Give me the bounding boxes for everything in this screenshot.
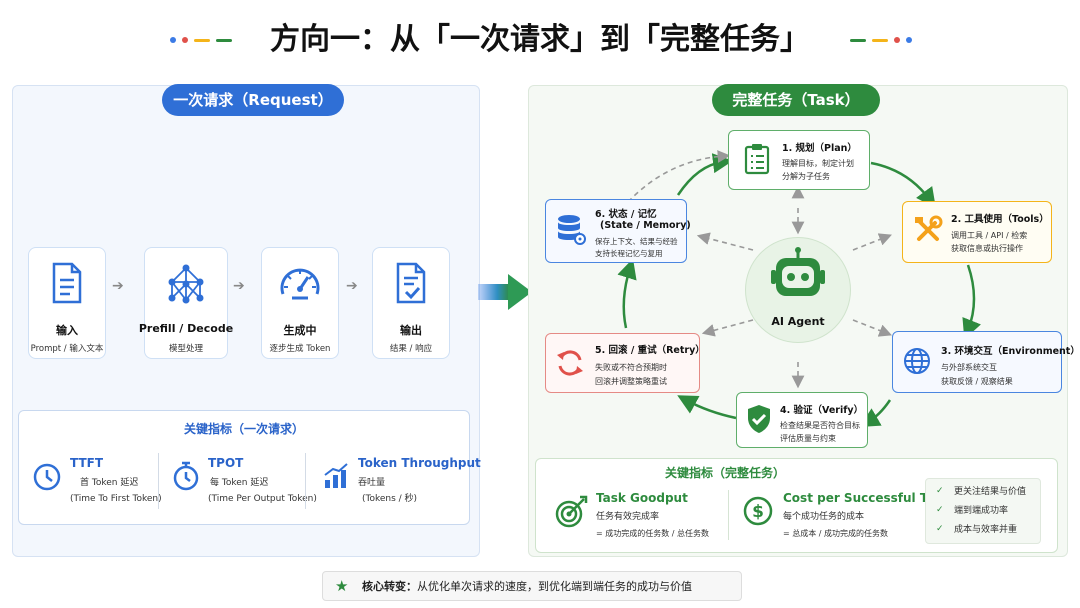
check-item: 更关注结果与价值 — [954, 487, 1027, 497]
robot-icon — [771, 247, 825, 296]
retry-desc2: 回滚并调整策略重试 — [595, 377, 667, 386]
state-desc: 保存上下文、结果与经验 — [595, 237, 678, 246]
cost-desc: 每个成功任务的成本 — [783, 512, 865, 522]
arrow-icon: ➔ — [112, 278, 124, 294]
state-desc2: 支持长程记忆与复用 — [595, 249, 663, 258]
tools-title: 2. 工具使用（Tools） — [951, 214, 1049, 225]
task-pill: 完整任务（Task） — [712, 84, 880, 116]
task-metrics-title: 关键指标（完整任务） — [664, 466, 785, 480]
tpot-name: TPOT — [208, 456, 244, 470]
tools-desc2: 获取信息或执行操作 — [951, 244, 1023, 253]
step-input-sub: Prompt / 输入文本 — [30, 344, 104, 354]
arrow-icon: ➔ — [233, 278, 245, 294]
throughput-desc2: (Tokens / 秒) — [362, 494, 418, 504]
divider — [305, 453, 306, 509]
plan-title: 1. 规划（Plan） — [782, 143, 857, 154]
step-input — [28, 247, 106, 359]
step-prefill-label: Prefill / Decode — [138, 322, 234, 335]
clock-icon — [33, 463, 61, 491]
ai-agent-label: AI Agent — [771, 315, 825, 328]
checks-box — [925, 478, 1041, 544]
verify-desc2: 评估质量与约束 — [780, 434, 836, 443]
node-state — [545, 199, 687, 263]
ttft-desc: 首 Token 延迟 — [80, 478, 139, 488]
env-desc: 与外部系统交互 — [941, 363, 997, 372]
refresh-icon — [557, 350, 583, 376]
step-output-sub: 结果 / 响应 — [389, 344, 433, 354]
throughput-name: Token Throughput — [358, 456, 481, 470]
step-input-label: 输入 — [56, 324, 78, 337]
plan-desc: 理解目标，制定计划 — [782, 159, 854, 168]
goodput-name: Task Goodput — [596, 491, 688, 505]
database-icon — [558, 215, 586, 245]
tpot-desc2: (Time Per Output Token) — [208, 494, 317, 504]
title-deco-right — [850, 37, 912, 43]
env-title: 3. 环境交互（Environment） — [941, 346, 1080, 357]
divider — [158, 453, 159, 509]
verify-desc: 检查结果是否符合目标 — [780, 421, 860, 430]
goodput-desc2: = 成功完成的任务数 / 总任务数 — [596, 529, 710, 538]
core-shift-label: 核心转变： — [361, 580, 417, 593]
page-title: 方向一：从「一次请求」到「完整任务」 — [270, 22, 810, 57]
node-plan — [728, 130, 870, 190]
throughput-desc: 吞吐量 — [358, 478, 386, 488]
check-item: 成本与效率并重 — [954, 525, 1018, 535]
network-icon — [168, 264, 204, 304]
transition-arrow-icon — [478, 274, 532, 310]
stopwatch-icon — [173, 461, 199, 491]
state-title2: (State / Memory) — [600, 220, 691, 231]
gauge-icon — [280, 268, 320, 300]
verify-title: 4. 验证（Verify） — [780, 405, 864, 416]
step-prefill-sub: 模型处理 — [168, 344, 203, 354]
document-check-icon — [396, 262, 426, 304]
step-output-label: 输出 — [400, 324, 422, 337]
document-icon — [52, 262, 82, 304]
dollar-icon: $ — [743, 496, 773, 526]
ttft-desc2: (Time To First Token) — [70, 494, 162, 504]
retry-title: 5. 回滚 / 重试（Retry） — [595, 345, 705, 356]
ttft-name: TTFT — [70, 456, 104, 470]
node-retry — [545, 333, 700, 393]
target-icon — [555, 495, 588, 528]
cycle-arrows — [617, 150, 981, 428]
check-item: 端到端成功率 — [954, 506, 1009, 516]
step-output — [372, 247, 450, 359]
check-icon: ✓ — [936, 524, 944, 534]
env-desc2: 获取反馈 / 观察结果 — [941, 377, 1013, 386]
arrow-icon: ➔ — [346, 278, 358, 294]
goodput-desc: 任务有效完成率 — [596, 512, 660, 522]
step-generating-sub: 逐步生成 Token — [269, 344, 331, 354]
request-metrics-box — [18, 410, 470, 525]
checklist-icon — [744, 144, 770, 175]
tpot-desc: 每 Token 延迟 — [210, 478, 269, 488]
title-deco-left — [170, 37, 232, 43]
request-metrics-title: 关键指标（一次请求） — [183, 422, 304, 436]
state-title: 6. 状态 / 记忆 — [595, 209, 657, 220]
cost-name: Cost per Successful Task — [783, 491, 950, 505]
step-prefill — [144, 247, 228, 359]
retry-desc: 失败或不符合预期时 — [595, 363, 667, 372]
step-generating-label: 生成中 — [283, 324, 317, 337]
core-shift-text: 从优化单次请求的速度，到优化端到端任务的成功与价值 — [416, 580, 692, 593]
tools-desc: 调用工具 / API / 检索 — [951, 231, 1028, 240]
check-icon: ✓ — [936, 505, 944, 515]
cost-desc2: = 总成本 / 成功完成的任务数 — [783, 529, 889, 538]
shield-check-icon — [748, 405, 770, 433]
svg-text:$: $ — [752, 502, 764, 522]
check-icon: ✓ — [936, 486, 944, 496]
divider — [728, 490, 729, 540]
globe-icon — [904, 348, 930, 374]
star-icon: ★ — [335, 577, 349, 595]
tools-icon — [915, 215, 943, 241]
request-pill: 一次请求（Request） — [162, 84, 344, 116]
step-generating — [261, 247, 339, 359]
plan-desc2: 分解为子任务 — [782, 172, 830, 181]
core-shift-banner: ★ 核心转变：从优化单次请求的速度，到优化端到端任务的成功与价值 — [322, 571, 742, 601]
bar-chart-icon — [324, 463, 348, 488]
